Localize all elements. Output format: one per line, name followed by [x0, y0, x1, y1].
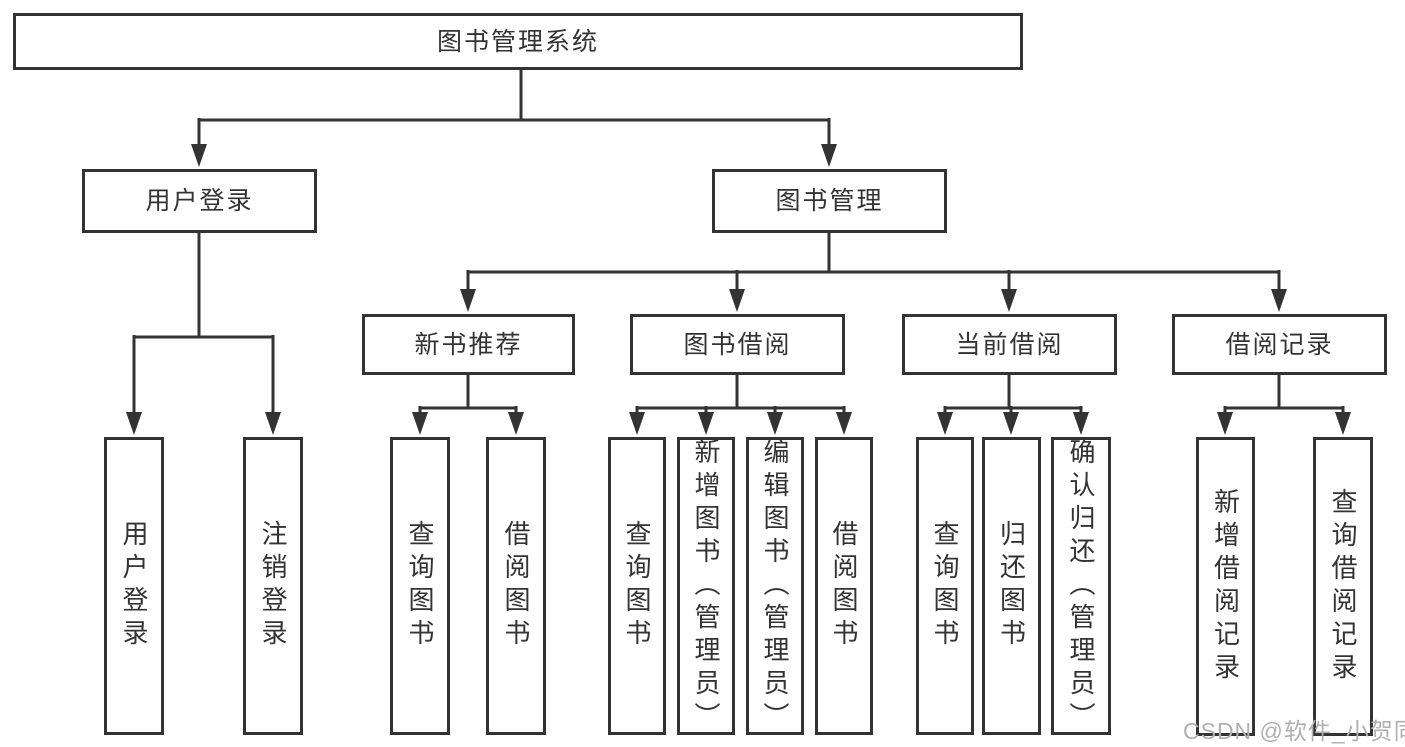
node-label: 借阅记录: [1225, 330, 1334, 359]
node-label: 新增借阅记录: [1210, 487, 1241, 686]
leaf-query-books-2: 查询图书: [608, 437, 666, 735]
node-label: 当前借阅: [955, 330, 1064, 359]
arrowhead-icon: [729, 289, 745, 312]
leaf-add-book-admin: 新增图书（管理员）: [677, 437, 735, 735]
node-label: 图书借阅: [683, 330, 792, 359]
leaf-return-books: 归还图书: [982, 437, 1041, 735]
arrowhead-icon: [126, 412, 142, 435]
leaf-logout: 注销登录: [243, 437, 303, 735]
arrowhead-icon: [191, 144, 207, 167]
arrowhead-icon: [460, 289, 476, 312]
arrowhead-icon: [1335, 412, 1351, 435]
node-label: 编辑图书（管理员）: [760, 437, 790, 735]
arrowhead-icon: [767, 412, 783, 435]
node-book-management-system: 图书管理系统: [13, 13, 1023, 70]
node-label: 图书管理: [775, 187, 884, 215]
arrowhead-icon: [1003, 412, 1019, 435]
arrowhead-icon: [629, 412, 645, 435]
node-book-management: 图书管理: [712, 169, 947, 233]
arrowhead-icon: [937, 412, 953, 435]
node-label: 新书推荐: [414, 330, 523, 359]
arrowhead-icon: [836, 412, 852, 435]
node-label: 新增图书（管理员）: [691, 437, 721, 735]
leaf-user-login: 用户登录: [104, 437, 164, 735]
arrowhead-icon: [1217, 412, 1233, 435]
node-label: 用户登录: [145, 187, 254, 215]
watermark: CSDN @软件_小贺同学: [1183, 718, 1405, 744]
leaf-query-books-3: 查询图书: [916, 437, 974, 735]
leaf-add-borrow-record: 新增借阅记录: [1196, 437, 1255, 736]
node-label: 查询图书: [622, 520, 652, 652]
node-current-borrowing: 当前借阅: [902, 314, 1117, 375]
leaf-query-books-1: 查询图书: [390, 437, 450, 735]
arrowhead-icon: [1073, 412, 1089, 435]
leaf-query-borrow-record: 查询借阅记录: [1313, 437, 1373, 736]
arrowhead-icon: [821, 144, 837, 167]
arrowhead-icon: [1271, 289, 1287, 312]
node-borrowing-records: 借阅记录: [1172, 314, 1387, 375]
node-label: 用户登录: [119, 520, 149, 652]
node-label: 确认归还（管理员）: [1066, 437, 1096, 735]
node-label: 查询图书: [405, 520, 435, 652]
node-label: 注销登录: [258, 520, 288, 652]
node-user-login: 用户登录: [82, 169, 317, 233]
arrowhead-icon: [508, 412, 524, 435]
arrowhead-icon: [698, 412, 714, 435]
node-label: 归还图书: [996, 520, 1027, 652]
leaf-confirm-return-admin: 确认归还（管理员）: [1051, 437, 1111, 735]
node-label: 借阅图书: [501, 520, 531, 652]
arrowhead-icon: [412, 412, 428, 435]
leaf-borrow-books-2: 借阅图书: [815, 437, 873, 735]
node-label: 查询图书: [930, 520, 960, 652]
arrowhead-icon: [265, 412, 281, 435]
node-book-borrowing: 图书借阅: [630, 314, 845, 375]
node-label: 借阅图书: [829, 520, 859, 652]
node-new-book-recommendation: 新书推荐: [362, 314, 575, 375]
leaf-borrow-books-1: 借阅图书: [486, 437, 546, 735]
arrowhead-icon: [1001, 289, 1017, 312]
leaf-edit-book-admin: 编辑图书（管理员）: [746, 437, 804, 735]
node-label: 查询借阅记录: [1328, 487, 1358, 686]
node-label: 图书管理系统: [436, 27, 599, 56]
